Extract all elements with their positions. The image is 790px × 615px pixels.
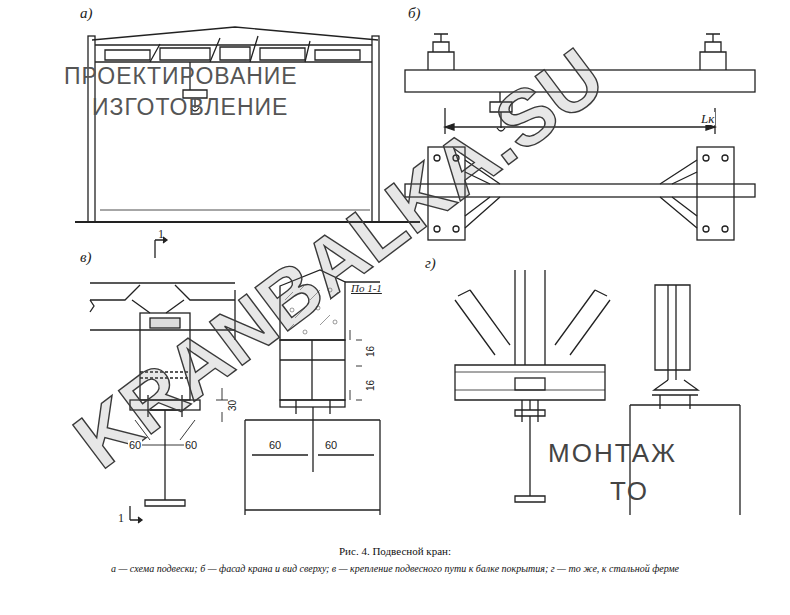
section-mark: 1: [158, 228, 164, 240]
dimension-label: 60: [128, 440, 142, 451]
watermark: МОНТАЖ: [548, 440, 677, 466]
watermark: ПРОЕКТИРОВАНИЕ: [64, 65, 298, 88]
panel-letter: а): [80, 6, 93, 21]
watermark: ИЗГОТОВЛЕНИЕ: [92, 96, 288, 119]
panel-letter: в): [80, 250, 92, 265]
figure-title: Рис. 4. Подвесной кран:: [5, 545, 785, 557]
dimension-label: 60: [268, 440, 282, 451]
dimension-label: Lк: [700, 112, 715, 125]
section-mark: 1: [118, 512, 124, 524]
panel-letter: г): [425, 256, 436, 271]
watermark: ТО: [610, 478, 649, 504]
dimension-label: 60: [184, 440, 198, 451]
dimension-label: 16: [366, 345, 376, 358]
dimension-label: 30: [228, 399, 238, 412]
figure-caption: а — схема подвески; б — фасад крана и ви…: [5, 563, 785, 575]
dimension-label: 60: [324, 440, 338, 451]
panel-letter: б): [408, 6, 421, 21]
dimension-label: 16: [366, 379, 376, 392]
section-title: По 1-1: [350, 283, 383, 294]
